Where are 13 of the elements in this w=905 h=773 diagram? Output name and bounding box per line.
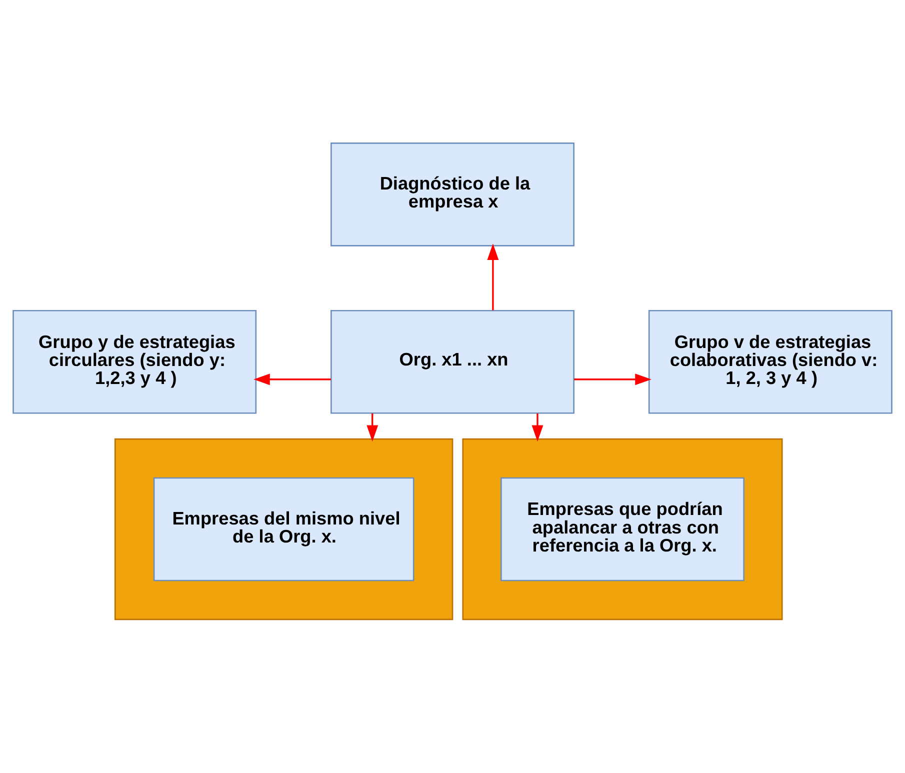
- arrow: [366, 413, 378, 442]
- node-box: Org. x1 ... xn: [330, 310, 574, 414]
- cluster: [462, 438, 783, 620]
- arrow: [574, 374, 652, 386]
- node-box: Empresas que podrían apalancar a otras con referencia a la Org. x.: [500, 477, 744, 582]
- arrow: [487, 244, 499, 310]
- cluster: [114, 438, 454, 620]
- arrow: [532, 413, 544, 442]
- node-box: Grupo v de estrategias colaborativas (siendo v: 1, 2, 3 y 4 ): [648, 310, 892, 414]
- node-box: Empresas del mismo nivel de la Org. x.: [153, 477, 414, 582]
- arrow: [254, 374, 331, 386]
- node-box: Diagnóstico de la empresa x: [330, 142, 574, 246]
- node-box: Grupo y de estrategias circulares (siendo y: 1,2,3 y 4 ): [12, 310, 257, 414]
